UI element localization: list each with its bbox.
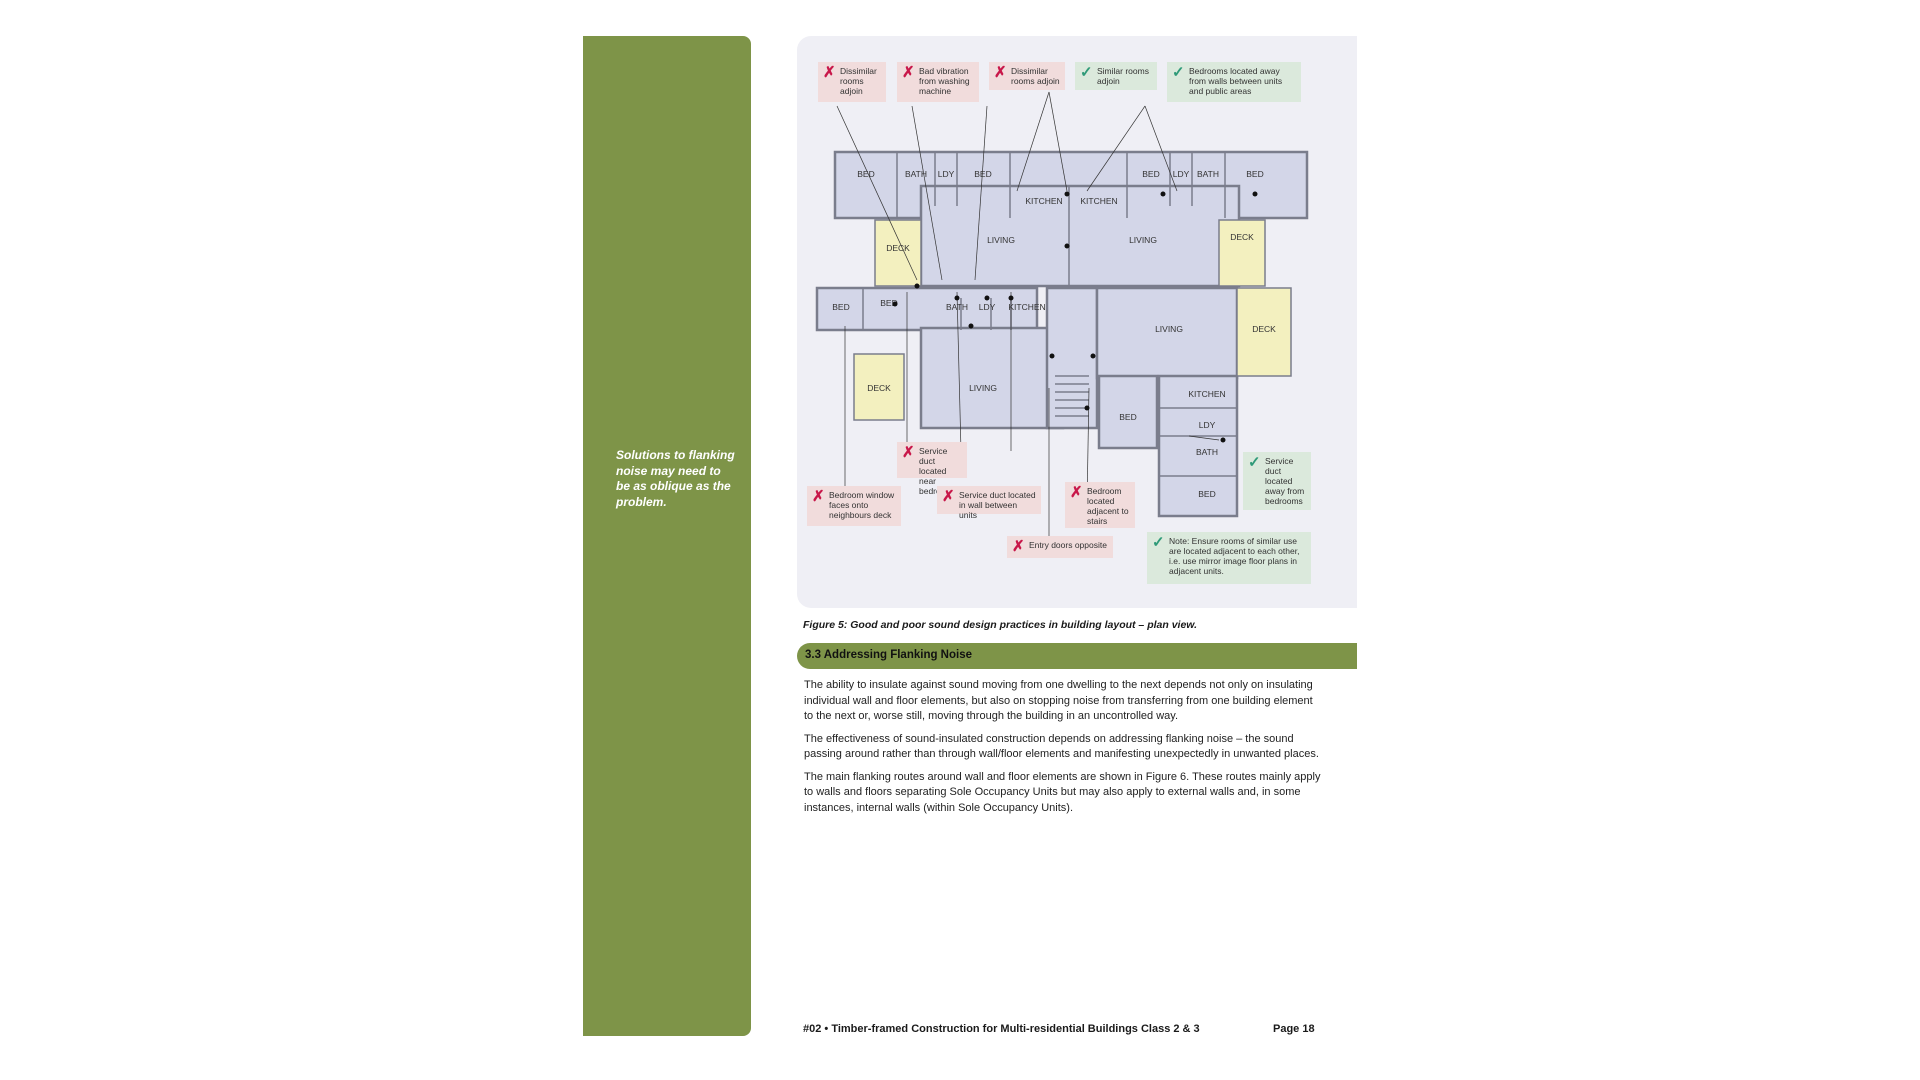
deck-upper-left <box>874 219 922 287</box>
sidebar: Solutions to flanking noise may need to … <box>583 36 751 1036</box>
figure-caption: Figure 5: Good and poor sound design pra… <box>803 619 1197 631</box>
room-label-deck: DECK <box>886 243 910 253</box>
room-label-kitchen: KITCHEN <box>1025 196 1062 206</box>
room-label-ldy: LDY <box>938 169 955 179</box>
callout-similar-rooms: ✓ Similar rooms adjoin <box>1075 62 1157 90</box>
room-label-bed: BED <box>974 169 991 179</box>
right-bed <box>1097 374 1159 450</box>
deck-right <box>1236 287 1292 377</box>
cross-icon: ✗ <box>994 64 1007 81</box>
callout-bedrooms-located-away: ✓ Bedrooms located away from walls betwe… <box>1167 62 1301 102</box>
room-label-bath: BATH <box>905 169 927 179</box>
cross-icon: ✗ <box>1070 484 1083 501</box>
room-label-bed: BED <box>1142 169 1159 179</box>
room-label-kitchen: KITCHEN <box>1080 196 1117 206</box>
callout-entry-doors: ✗ Entry doors opposite <box>1007 536 1113 558</box>
room-label-deck: DECK <box>1252 324 1276 334</box>
deck-lower-left <box>853 353 905 421</box>
room-label-deck: DECK <box>1230 232 1254 242</box>
room-label-living: LIVING <box>969 383 997 393</box>
upper-living-area <box>919 184 1241 288</box>
callout-service-duct-between-units: ✗ Service duct located in wall between u… <box>937 486 1041 520</box>
section-header: 3.3 Addressing Flanking Noise <box>797 643 1357 669</box>
check-icon: ✓ <box>1248 454 1261 471</box>
callout-bad-vibration: ✗ Bad vibration from washing machine <box>897 62 979 102</box>
body-text: The ability to insulate against sound mo… <box>804 678 1324 823</box>
cross-icon: ✗ <box>942 488 955 505</box>
room-label-kitchen: KITCHEN <box>1008 302 1045 312</box>
room-label-bed: BED <box>1119 412 1136 422</box>
cross-icon: ✗ <box>1012 538 1025 555</box>
right-service-column <box>1157 374 1239 518</box>
room-label-kitchen: KITCHEN <box>1188 389 1225 399</box>
lower-left-living <box>919 326 1065 430</box>
room-label-living: LIVING <box>987 235 1015 245</box>
section-title: 3.3 Addressing Flanking Noise <box>805 649 973 661</box>
room-label-bed: BED <box>832 302 849 312</box>
callout-service-duct-away: ✓ Service duct located away from bedroom… <box>1243 452 1311 510</box>
room-label-deck: DECK <box>867 383 891 393</box>
room-label-bed: BED <box>857 169 874 179</box>
paragraph: The main flanking routes around wall and… <box>804 770 1321 814</box>
stair-core <box>1045 286 1099 430</box>
right-living <box>1095 286 1239 380</box>
footer-title: #02 • Timber-framed Construction for Mul… <box>803 1023 1200 1035</box>
room-label-living: LIVING <box>1129 235 1157 245</box>
floor-plan: BED BATH LDY BED KITCHEN KITCHEN BED LDY… <box>815 91 1309 536</box>
room-label-bed: BED <box>1198 489 1215 499</box>
check-icon: ✓ <box>1172 64 1185 81</box>
callout-bedroom-window: ✗ Bedroom window faces onto neighbours d… <box>807 486 901 526</box>
deck-upper-right <box>1218 219 1266 287</box>
cross-icon: ✗ <box>902 444 915 461</box>
callout-bedroom-adjacent-stairs: ✗ Bedroom located adjacent to stairs <box>1065 482 1135 528</box>
page-number: Page 18 <box>1273 1023 1315 1035</box>
figure-panel: BED BATH LDY BED KITCHEN KITCHEN BED LDY… <box>797 36 1357 608</box>
sidebar-note: Solutions to flanking noise may need to … <box>616 448 735 509</box>
left-middle-block <box>815 286 1039 332</box>
room-label-bed: BED <box>1246 169 1263 179</box>
check-icon: ✓ <box>1080 64 1093 81</box>
room-label-ldy: LDY <box>979 302 996 312</box>
cross-icon: ✗ <box>812 488 825 505</box>
paragraph: The effectiveness of sound-insulated con… <box>804 732 1319 761</box>
callout-dissimilar-rooms-2: ✗ Dissimilar rooms adjoin <box>989 62 1065 90</box>
room-label-ldy: LDY <box>1199 420 1216 430</box>
check-icon: ✓ <box>1152 534 1165 551</box>
room-label-bath: BATH <box>946 302 968 312</box>
callout-mirror-image-note: ✓ Note: Ensure rooms of similar use are … <box>1147 532 1311 584</box>
room-label-living: LIVING <box>1155 324 1183 334</box>
room-label-bed: BED <box>880 298 897 308</box>
room-label-bath: BATH <box>1197 169 1219 179</box>
cross-icon: ✗ <box>902 64 915 81</box>
callout-dissimilar-rooms-1: ✗ Dissimilar rooms adjoin <box>818 62 886 102</box>
paragraph: The ability to insulate against sound mo… <box>804 679 1313 722</box>
room-label-ldy: LDY <box>1173 169 1190 179</box>
callout-service-duct-near-bedroom: ✗ Service duct located near bedroom <box>897 442 967 496</box>
room-label-bath: BATH <box>1196 447 1218 457</box>
cross-icon: ✗ <box>823 64 836 81</box>
